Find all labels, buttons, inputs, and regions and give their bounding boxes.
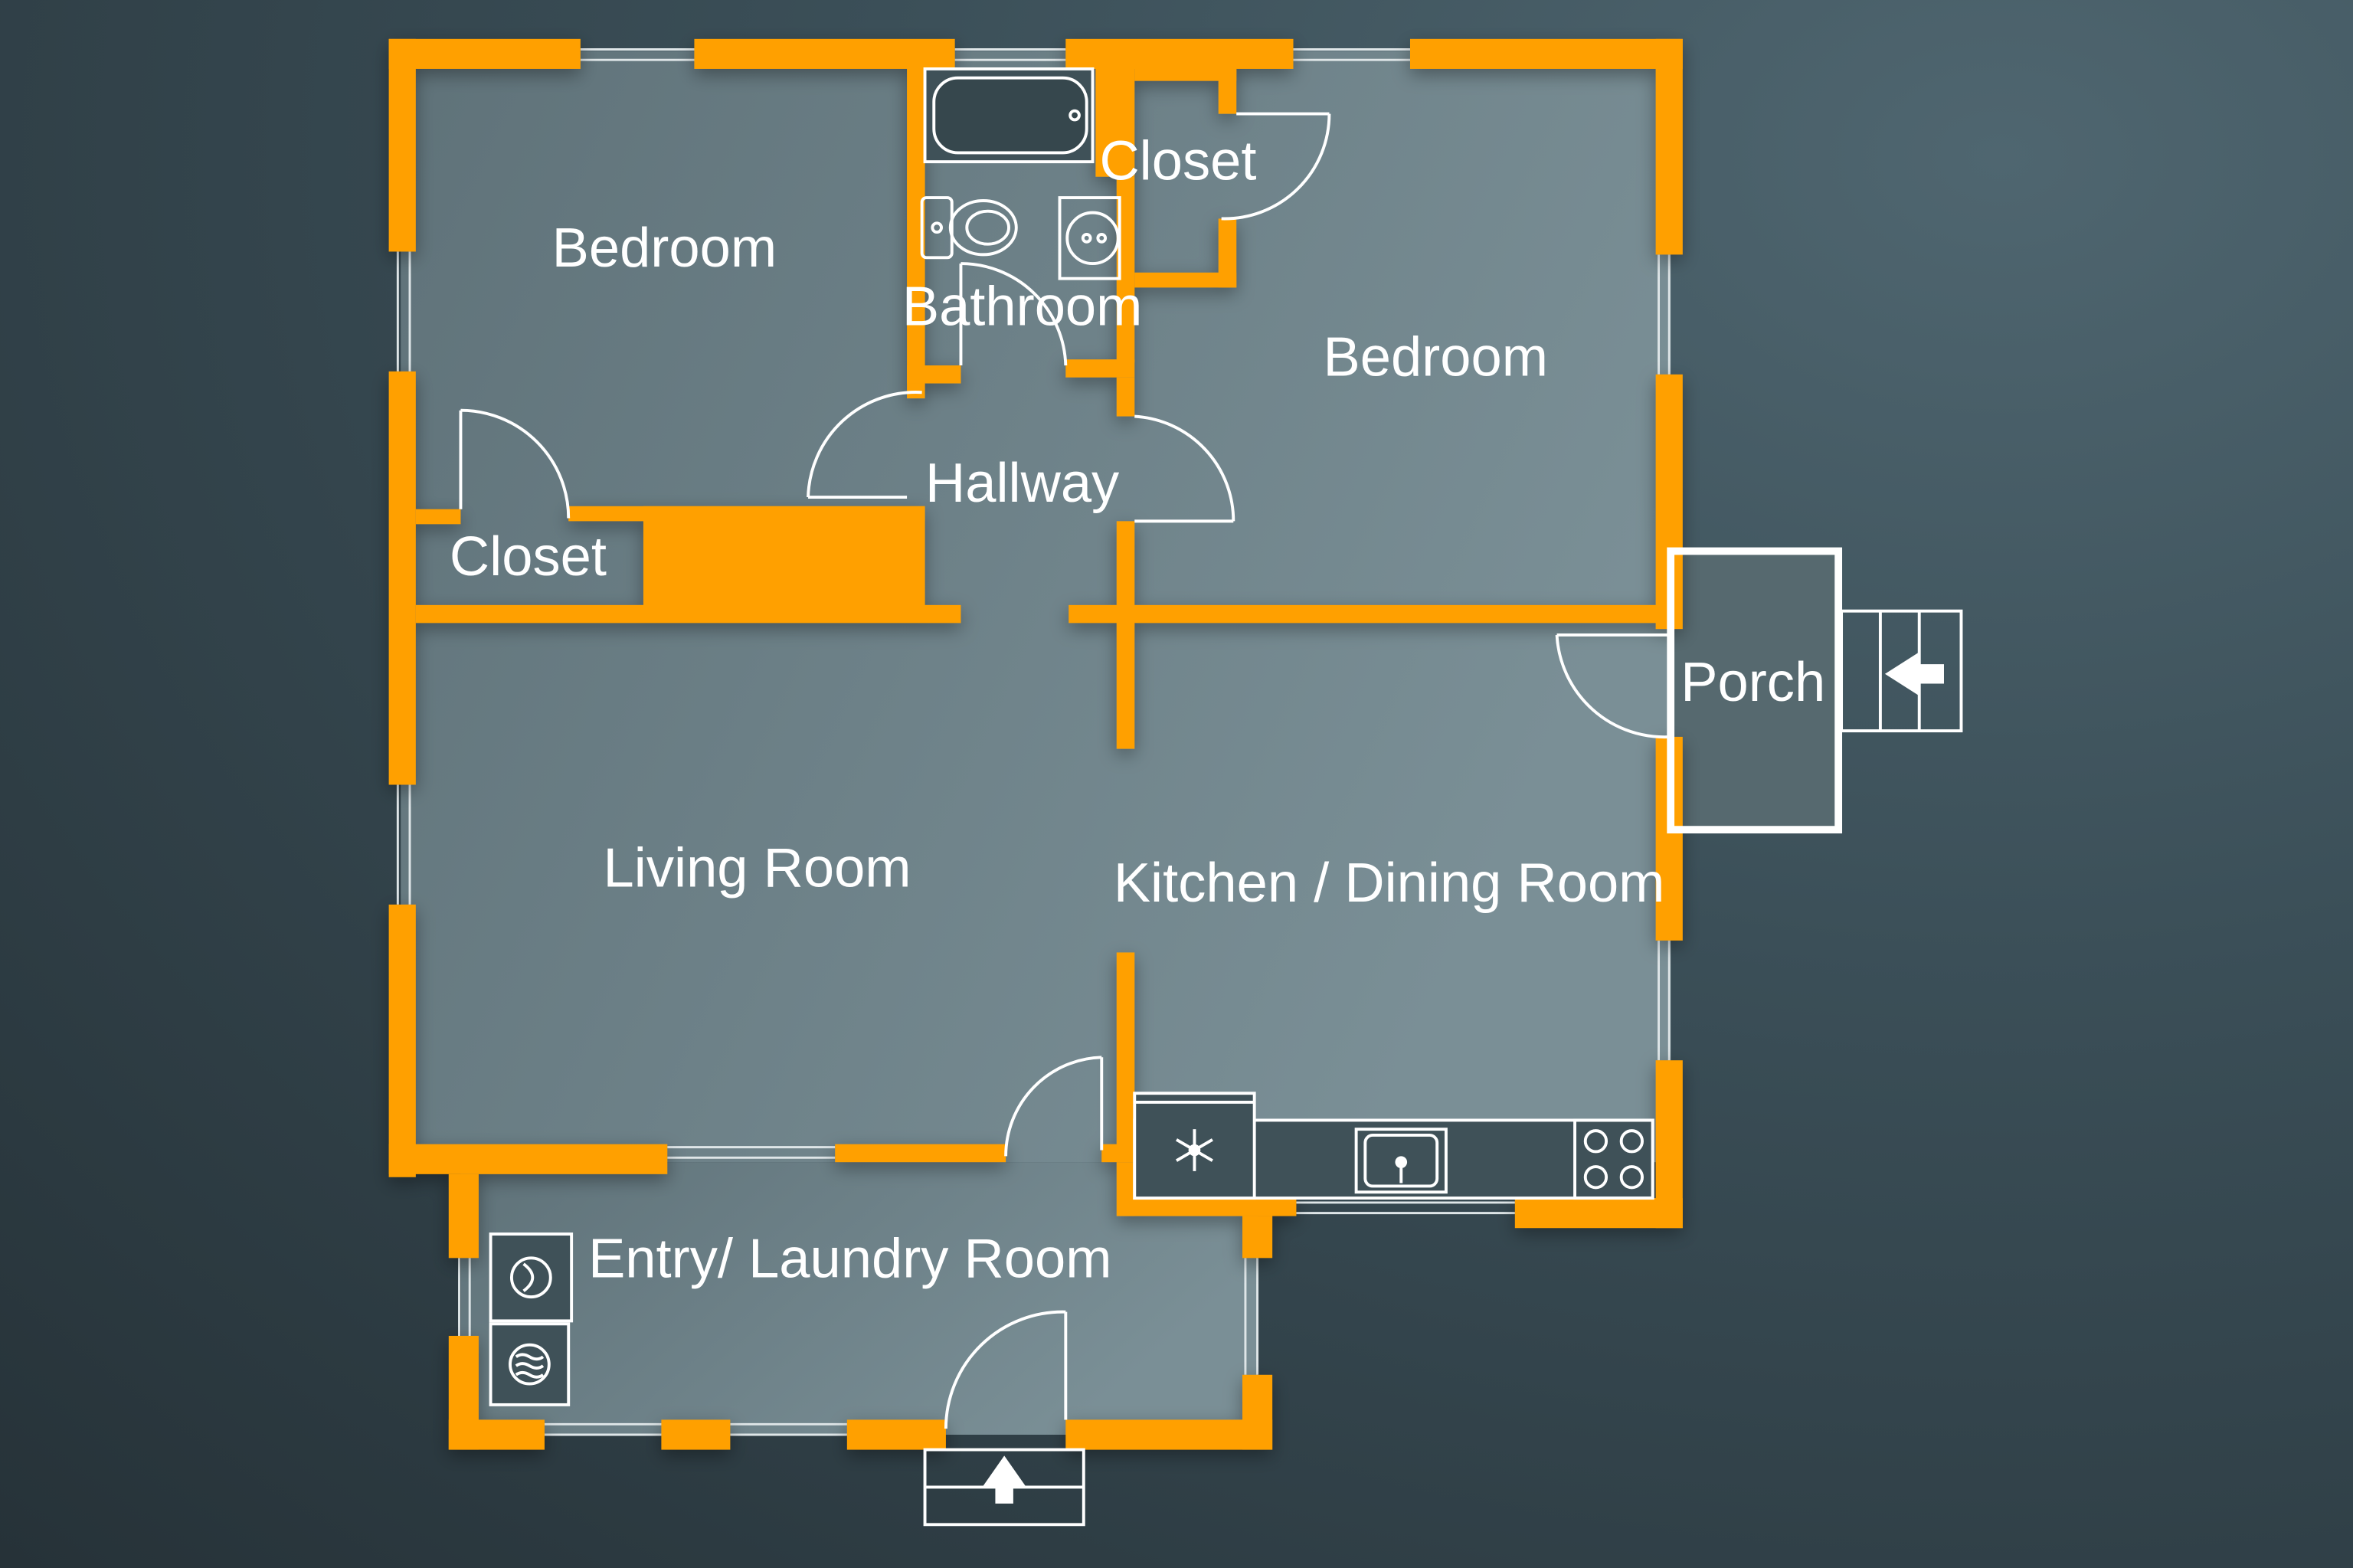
door-porch <box>1555 633 1671 739</box>
door-left-closet <box>459 408 571 519</box>
window-top-bath <box>954 48 1066 61</box>
doors <box>459 112 1671 1429</box>
label-hallway: Hallway <box>925 453 1120 514</box>
door-bathroom <box>959 262 1068 366</box>
arrow-left-icon <box>1884 651 1944 696</box>
dryer-icon <box>522 1262 535 1292</box>
snowflake-icon <box>1176 1129 1213 1171</box>
laundry <box>489 1232 574 1406</box>
label-kitchen: Kitchen / Dining Room <box>1114 853 1665 914</box>
label-closet-top: Closet <box>1099 131 1256 192</box>
washer <box>489 1322 571 1406</box>
window-left-upper <box>396 251 411 372</box>
door-hall-left <box>807 391 922 499</box>
window-top-right <box>1293 48 1410 61</box>
window-right-upper <box>1658 254 1671 375</box>
window-entry-left <box>458 1258 471 1336</box>
door-entry-outer <box>944 1310 1068 1429</box>
bathtub <box>923 67 1095 164</box>
label-closet-left: Closet <box>450 526 607 588</box>
label-porch: Porch <box>1680 652 1825 713</box>
toilet <box>920 196 1018 260</box>
window-top-left <box>580 48 695 61</box>
label-bedroom-right: Bedroom <box>1323 327 1547 388</box>
door-top-closet <box>1221 112 1331 221</box>
arrow-up-icon <box>983 1455 1026 1504</box>
room-labels: Bedroom Bathroom Closet Bedroom Hallway … <box>450 131 1825 1290</box>
porch-steps <box>1840 609 1963 733</box>
windows <box>396 48 1671 1436</box>
bathroom-sink <box>1058 196 1121 280</box>
window-kitchen-bottom <box>1296 1201 1515 1215</box>
window-entry-right <box>1244 1258 1259 1375</box>
label-bathroom: Bathroom <box>902 276 1143 337</box>
washer-icon <box>515 1353 545 1379</box>
bathroom-fixtures <box>920 67 1121 280</box>
stove <box>1573 1118 1654 1200</box>
walls <box>388 38 1683 1450</box>
dryer <box>489 1232 574 1323</box>
window-living-bottom <box>667 1146 836 1159</box>
window-entry-bottom <box>544 1422 847 1436</box>
porch <box>1667 547 1963 834</box>
door-hall-right <box>1134 414 1235 523</box>
label-living-room: Living Room <box>604 837 911 899</box>
door-entry-inner <box>1004 1056 1104 1157</box>
window-left-lower <box>396 784 411 905</box>
kitchen-fixtures <box>1133 1092 1654 1200</box>
label-bedroom-left: Bedroom <box>552 218 777 279</box>
window-right-lower <box>1658 940 1671 1061</box>
kitchen-sink <box>1354 1128 1448 1194</box>
label-entry: Entry/ Laundry Room <box>588 1229 1111 1290</box>
